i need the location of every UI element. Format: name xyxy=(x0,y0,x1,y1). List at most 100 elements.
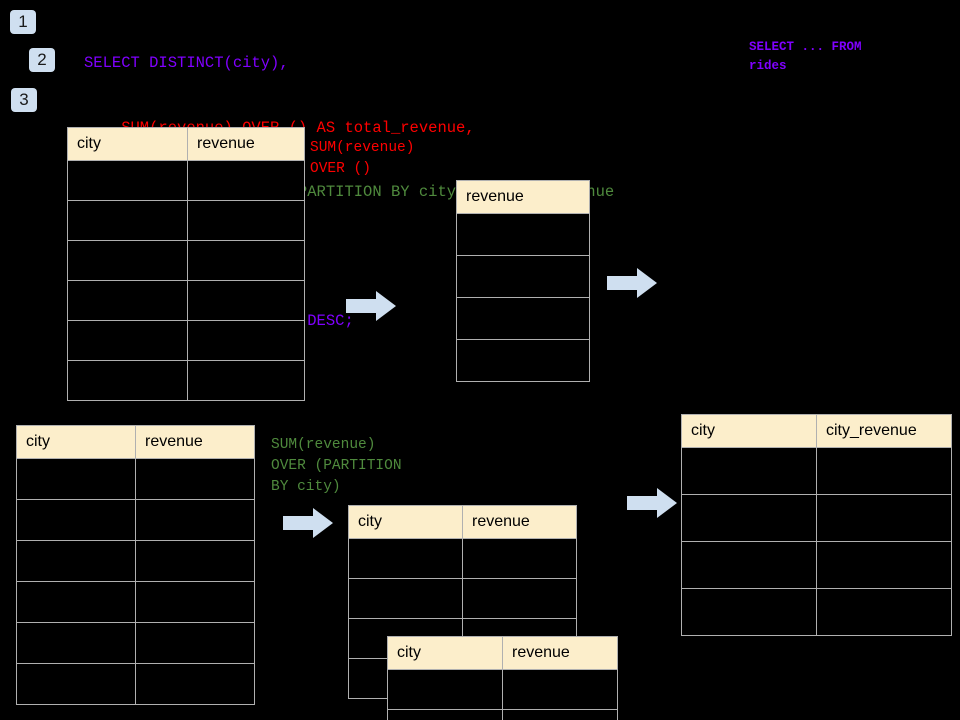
table-header-row: city revenue xyxy=(16,425,255,459)
sql-line-select: SELECT DISTINCT(city), xyxy=(84,54,289,72)
cell-revenue xyxy=(187,360,305,401)
table-row xyxy=(16,581,255,623)
table-header-row: city revenue xyxy=(348,505,577,539)
table-row xyxy=(67,360,305,401)
cell-revenue xyxy=(187,240,305,281)
column-header-city: city xyxy=(387,636,503,670)
table-rides-source-top: city revenue xyxy=(67,127,305,401)
cell-city xyxy=(348,578,463,619)
cell-city xyxy=(681,541,817,589)
table-row xyxy=(681,588,952,636)
table-row xyxy=(681,541,952,589)
cell-revenue xyxy=(187,320,305,361)
table-row xyxy=(387,669,618,710)
cell-city xyxy=(16,622,136,664)
column-header-revenue: revenue xyxy=(462,505,577,539)
cell-revenue xyxy=(502,669,618,710)
table-row xyxy=(348,578,577,619)
column-header-revenue: revenue xyxy=(135,425,255,459)
arrow-source-to-groups xyxy=(283,508,333,538)
annotation-sum-over-empty: SUM(revenue) OVER () xyxy=(310,140,415,177)
cell-city xyxy=(681,494,817,542)
cell-revenue xyxy=(456,297,590,340)
column-header-revenue: revenue xyxy=(187,127,305,161)
step-badge-1: 1 xyxy=(10,10,36,34)
cell-city xyxy=(16,499,136,541)
cell-city xyxy=(16,581,136,623)
table-rides-source-bottom: city revenue xyxy=(16,425,255,705)
cell-revenue xyxy=(187,280,305,321)
table-row xyxy=(456,297,590,340)
table-row xyxy=(348,538,577,579)
table-row xyxy=(16,540,255,582)
cell-city xyxy=(681,447,817,495)
cell-city xyxy=(67,160,188,201)
cell-city xyxy=(681,588,817,636)
cell-city xyxy=(67,280,188,321)
annotation-sum-over-partition: SUM(revenue) OVER (PARTITION BY city) xyxy=(271,437,402,495)
table-row xyxy=(67,240,305,281)
cell-revenue xyxy=(187,160,305,201)
table-row xyxy=(456,213,590,256)
cell-city-revenue xyxy=(816,541,952,589)
table-header-row: revenue xyxy=(456,180,590,214)
annotation-select-from-rides: SELECT ... FROM rides xyxy=(749,40,862,73)
cell-revenue xyxy=(187,200,305,241)
table-row xyxy=(681,494,952,542)
table-row xyxy=(16,499,255,541)
cell-revenue xyxy=(456,255,590,298)
table-row xyxy=(16,622,255,664)
cell-revenue xyxy=(135,622,255,664)
table-row xyxy=(16,458,255,500)
cell-revenue xyxy=(135,663,255,705)
column-header-city: city xyxy=(16,425,136,459)
table-partition-group-back: city revenue xyxy=(348,505,577,699)
column-header-city: city xyxy=(67,127,188,161)
cell-city xyxy=(67,200,188,241)
cell-city xyxy=(387,709,503,720)
cell-city xyxy=(67,360,188,401)
column-header-city-revenue: city_revenue xyxy=(816,414,952,448)
cell-city xyxy=(16,458,136,500)
arrow-source-to-total xyxy=(346,291,396,321)
table-row xyxy=(67,160,305,201)
step-badge-3: 3 xyxy=(11,88,37,112)
cell-revenue xyxy=(135,581,255,623)
table-row xyxy=(67,320,305,361)
cell-revenue xyxy=(502,709,618,720)
cell-revenue xyxy=(135,499,255,541)
table-header-row: city city_revenue xyxy=(681,414,952,448)
cell-city xyxy=(67,320,188,361)
cell-city xyxy=(16,663,136,705)
table-row xyxy=(681,447,952,495)
table-row xyxy=(456,339,590,382)
step-badge-2: 2 xyxy=(29,48,55,72)
arrow-groups-to-result xyxy=(627,488,677,518)
cell-city xyxy=(67,240,188,281)
table-partition-group-front: city revenue xyxy=(387,636,618,720)
table-header-row: city revenue xyxy=(67,127,305,161)
column-header-revenue: revenue xyxy=(502,636,618,670)
arrow-total-to-result xyxy=(607,268,657,298)
table-row xyxy=(456,255,590,298)
table-row xyxy=(387,709,618,720)
table-row xyxy=(16,663,255,705)
cell-city xyxy=(387,669,503,710)
column-header-revenue: revenue xyxy=(456,180,590,214)
cell-revenue xyxy=(462,538,577,579)
column-header-city: city xyxy=(681,414,817,448)
table-row xyxy=(67,280,305,321)
cell-city-revenue xyxy=(816,494,952,542)
cell-revenue xyxy=(456,213,590,256)
cell-city xyxy=(16,540,136,582)
table-city-revenue-result: city city_revenue xyxy=(681,414,952,636)
cell-city-revenue xyxy=(816,447,952,495)
table-header-row: city revenue xyxy=(387,636,618,670)
cell-revenue xyxy=(135,458,255,500)
table-row xyxy=(67,200,305,241)
table-total-revenue: revenue xyxy=(456,180,590,382)
cell-city-revenue xyxy=(816,588,952,636)
column-header-city: city xyxy=(348,505,463,539)
cell-city xyxy=(348,538,463,579)
